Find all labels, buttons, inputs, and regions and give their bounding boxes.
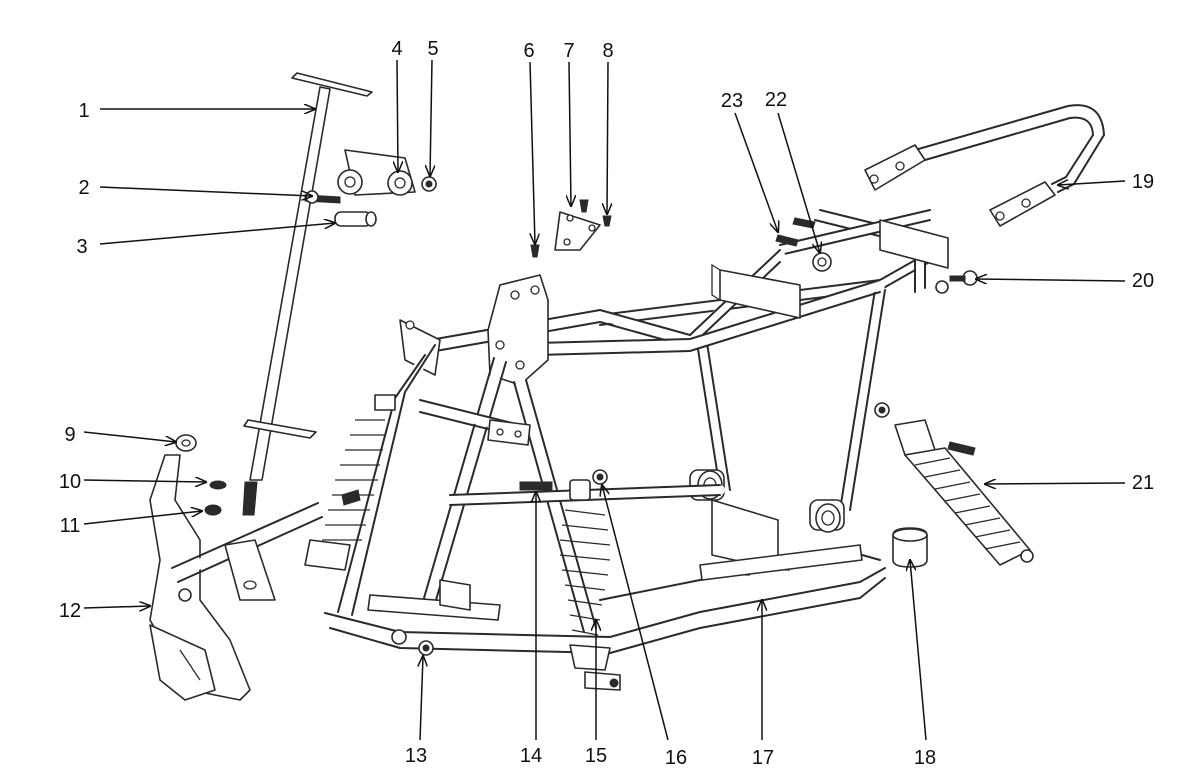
main-frame bbox=[324, 209, 949, 654]
callout-7: 7 bbox=[563, 40, 574, 62]
bolt-lower-front bbox=[391, 629, 434, 656]
callout-labels: 1 2 3 4 5 6 7 8 9 10 11 12 13 14 15 16 1… bbox=[59, 38, 1154, 769]
end-cap bbox=[892, 527, 928, 568]
callout-4: 4 bbox=[391, 38, 402, 60]
leader-lines bbox=[83, 59, 1126, 741]
callout-12: 12 bbox=[59, 600, 81, 622]
front-bracket bbox=[149, 454, 325, 701]
mount-plate-group bbox=[530, 199, 612, 258]
callout-22: 22 bbox=[765, 89, 787, 111]
steering-stem bbox=[242, 72, 373, 516]
small-parts-left bbox=[175, 434, 227, 516]
callout-10: 10 bbox=[59, 471, 81, 493]
callout-1: 1 bbox=[78, 100, 89, 122]
callout-13: 13 bbox=[405, 745, 427, 767]
callout-18: 18 bbox=[914, 747, 936, 769]
callout-6: 6 bbox=[523, 40, 534, 62]
seat-mount-bracket bbox=[711, 219, 949, 319]
callout-17: 17 bbox=[752, 747, 774, 769]
callout-20: 20 bbox=[1132, 270, 1154, 292]
callout-16: 16 bbox=[665, 747, 687, 769]
callout-5: 5 bbox=[427, 38, 438, 60]
rear-shock bbox=[874, 402, 1034, 566]
callout-11: 11 bbox=[60, 515, 81, 537]
frame-rear-tubes bbox=[595, 209, 945, 515]
steering-clamp-group bbox=[304, 149, 437, 227]
center-monoshock bbox=[519, 469, 621, 691]
frame-front-downtubes bbox=[337, 344, 597, 635]
callout-21: 21 bbox=[1132, 472, 1154, 494]
callout-14: 14 bbox=[520, 745, 542, 767]
callout-3: 3 bbox=[76, 236, 87, 258]
callout-2: 2 bbox=[78, 177, 89, 199]
lower-cradle bbox=[324, 484, 886, 654]
callout-9: 9 bbox=[64, 424, 75, 446]
callout-8: 8 bbox=[602, 40, 613, 62]
callout-19: 19 bbox=[1132, 171, 1154, 193]
callout-23: 23 bbox=[721, 90, 743, 112]
front-shock bbox=[304, 394, 396, 571]
callout-15: 15 bbox=[585, 745, 607, 767]
grab-handle bbox=[864, 104, 1105, 227]
